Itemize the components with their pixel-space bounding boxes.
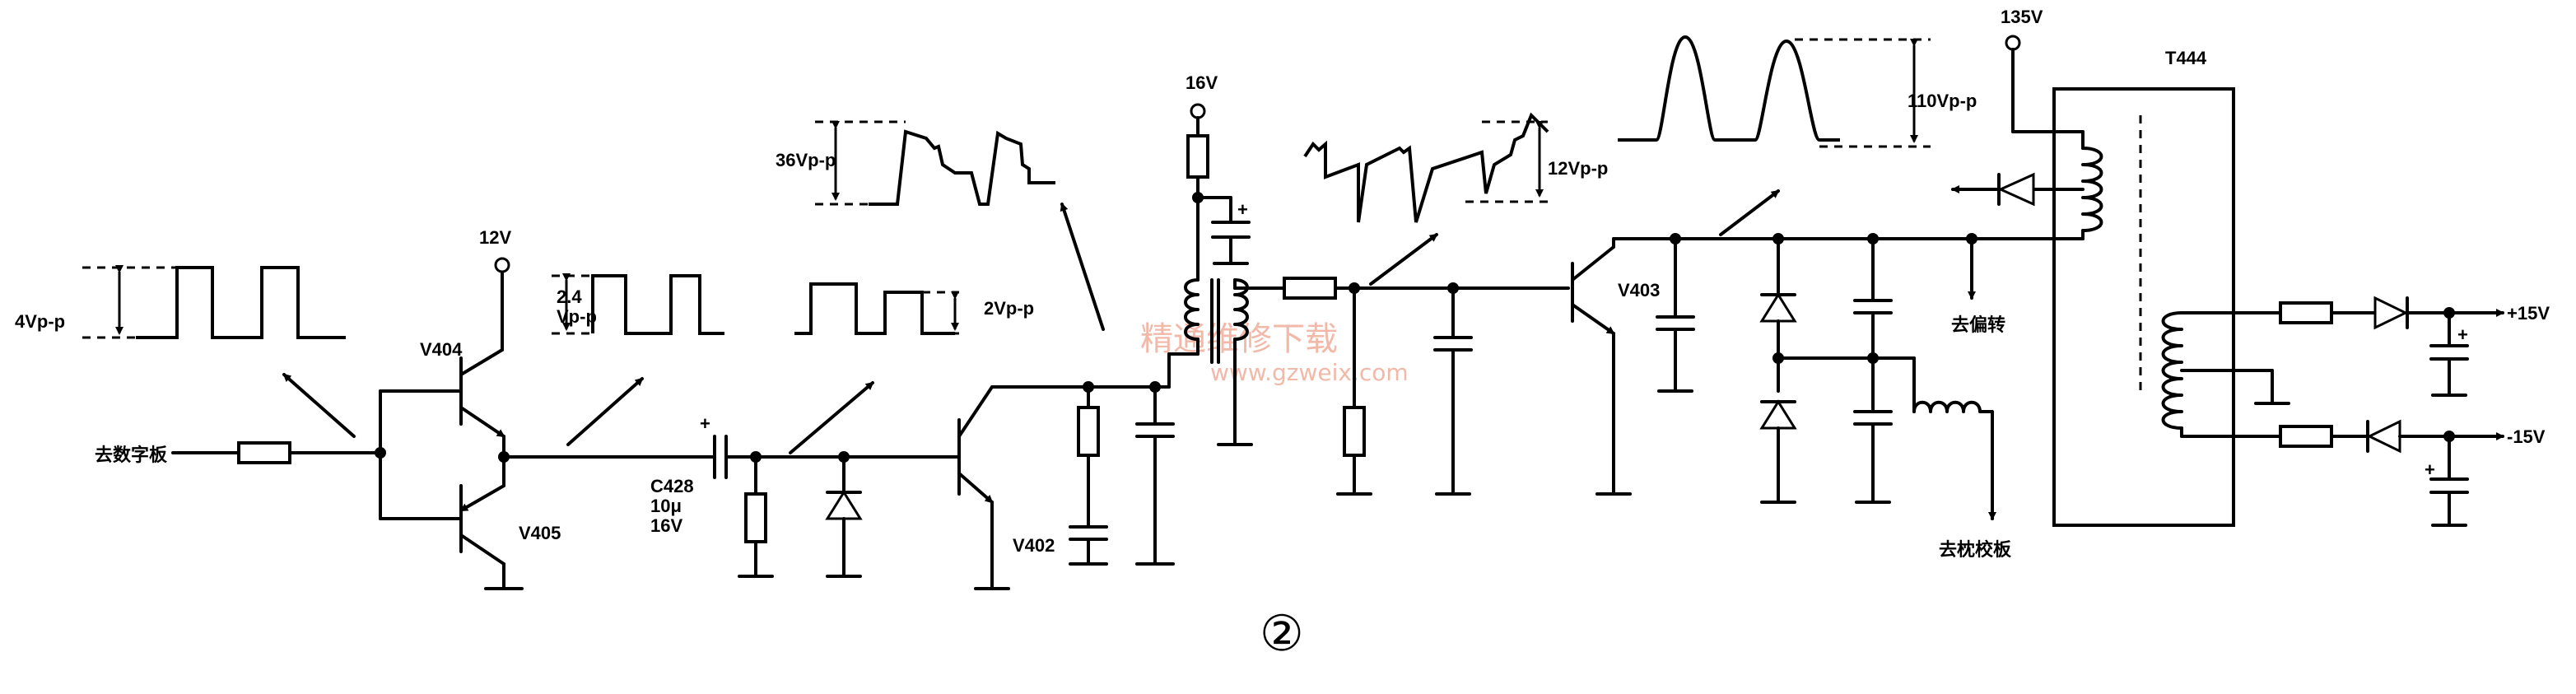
waveform-driver: 2.4 Vp-p: [552, 273, 724, 335]
label-v403-base-amplitude: 12Vp-p: [1548, 158, 1608, 179]
transistor-v404: [459, 348, 505, 438]
probe-arrow: [1719, 189, 1780, 236]
label-output-positive: +15V: [2507, 303, 2550, 324]
terminal-135v: [2005, 35, 2021, 51]
label-c428-voltage: 16V: [650, 515, 682, 536]
waveform-input: 4Vp-p: [15, 265, 346, 339]
driver-push-pull: V404 12V V405: [379, 227, 701, 590]
svg-text:+: +: [2425, 459, 2435, 480]
label-driver-amp-line1: 2.4: [557, 286, 582, 307]
probe-arrow: [1060, 203, 1105, 331]
label-v402-amplitude: 36Vp-p: [776, 150, 836, 170]
terminal-16v: [1190, 103, 1206, 119]
label-12v: 12V: [479, 227, 511, 248]
label-c428: C428: [650, 476, 694, 496]
svg-text:+: +: [1237, 199, 1248, 220]
waveform-v402: 36Vp-p: [776, 120, 1055, 206]
label-to-deflection: 去偏转: [1951, 314, 2005, 335]
coupling-section: + C428 10μ 16V: [650, 381, 961, 578]
watermark-url: www.gzweix.com: [1210, 359, 1409, 386]
probe-arrow: [1369, 233, 1438, 286]
stage-v403: V403 去枕校板: [1571, 189, 2052, 560]
waveform-v403-collector: 110Vp-p: [1618, 35, 1977, 148]
label-c428-plus: +: [700, 413, 710, 434]
label-v403: V403: [1618, 280, 1660, 300]
transistor-v405: [459, 484, 505, 566]
label-135v: 135V: [2001, 7, 2043, 27]
label-to-digital-board: 去数字板: [95, 445, 168, 465]
label-c428-capacity: 10μ: [650, 496, 682, 516]
label-driver-amp-line2: Vp-p: [557, 306, 597, 327]
probe-arrow: [789, 381, 874, 454]
label-coupled-amplitude: 2Vp-p: [984, 298, 1034, 319]
flyback-transformer: T444 135V +: [1951, 7, 2550, 527]
stage-v402: V402: [957, 203, 1175, 590]
label-t444: T444: [2165, 48, 2207, 68]
probe-arrow: [566, 377, 644, 446]
waveform-coupled: 2Vp-p: [794, 282, 1034, 335]
input-section: 去数字板: [95, 373, 386, 465]
v403-base-network: [1250, 233, 1570, 496]
figure-number: ②: [1260, 605, 1304, 663]
svg-text:+: +: [2457, 324, 2468, 345]
watermark: 精通维修下载 www.gzweix.com: [1140, 320, 1409, 386]
waveform-v403-base: 12Vp-p: [1303, 112, 1608, 223]
label-output-negative: -15V: [2507, 426, 2546, 447]
label-input-amplitude: 4Vp-p: [15, 311, 65, 332]
label-v405: V405: [519, 523, 561, 543]
label-16v: 16V: [1186, 72, 1218, 93]
input-resistor: [237, 441, 291, 464]
driver-transformer: 16V +: [1167, 72, 1282, 446]
label-to-pincushion-board: 去枕校板: [1939, 539, 2012, 560]
label-v402: V402: [1013, 535, 1055, 556]
probe-arrow: [282, 373, 356, 438]
label-v404: V404: [420, 339, 463, 360]
terminal-12v: [494, 257, 510, 273]
transformer-t444-frame: [2052, 87, 2235, 527]
label-v403-collector-amplitude: 110Vp-p: [1908, 91, 1977, 111]
